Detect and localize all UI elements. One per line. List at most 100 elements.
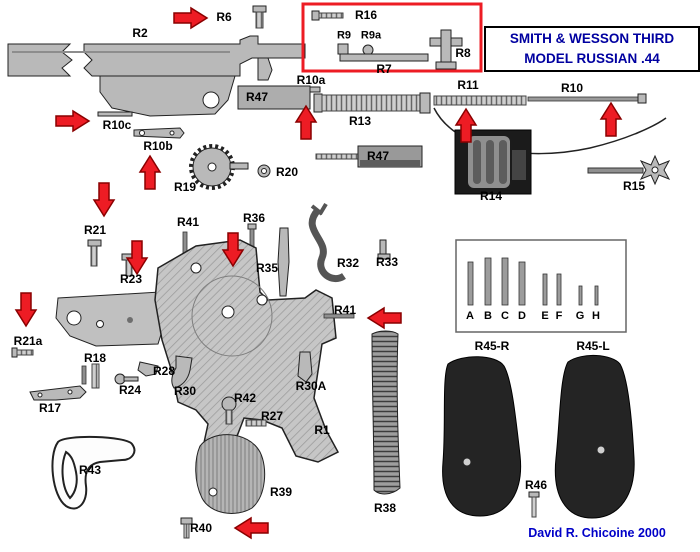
label-r10c: R10c	[102, 118, 132, 132]
label-r20: R20	[275, 165, 299, 179]
title-line-2: MODEL RUSSIAN .44	[524, 51, 660, 66]
part-r38-strap	[371, 330, 401, 495]
arrow-up-r10b-icon	[139, 155, 161, 190]
label-r45l: R45-L	[576, 339, 610, 353]
label-r43: R43	[78, 463, 102, 477]
label-r13: R13	[348, 114, 372, 128]
label-r1: R1	[314, 423, 330, 437]
label-r24: R24	[118, 383, 142, 397]
part-r46-grip-screw	[528, 491, 540, 518]
size-chart-letter-b: B	[484, 310, 492, 322]
arrow-left-r41-icon	[367, 307, 402, 329]
size-chart-letter-h: H	[592, 310, 600, 322]
size-chart-letter-a: A	[466, 310, 474, 322]
label-r6: R6	[216, 10, 232, 24]
label-r28: R28	[152, 364, 176, 378]
arrow-left-r40-icon	[234, 517, 269, 539]
part-r42-screw	[221, 396, 237, 425]
title-box: SMITH & WESSON THIRD MODEL RUSSIAN .44	[484, 26, 700, 72]
part-r28-lever	[137, 361, 159, 377]
label-r47-housing: R47	[245, 90, 269, 104]
label-r19: R19	[173, 180, 197, 194]
label-r10a: R10a	[296, 73, 326, 87]
part-r41-pin-side	[323, 313, 355, 319]
part-r10-rod	[527, 93, 647, 104]
label-r36: R36	[242, 211, 266, 225]
part-r21-screw	[87, 239, 102, 267]
part-r8-catch	[429, 29, 463, 70]
label-r11: R11	[457, 78, 479, 92]
label-r14: R14	[479, 189, 503, 203]
label-r10b: R10b	[143, 139, 173, 153]
size-chart-letter-c: C	[501, 310, 509, 322]
red-highlight-box	[301, 2, 483, 73]
label-r15: R15	[622, 179, 646, 193]
part-r47-housing-block	[237, 85, 311, 110]
label-r47-rod: R47	[366, 149, 390, 163]
credit-text: David R. Chicoine 2000	[528, 526, 666, 540]
label-r17: R17	[38, 401, 62, 415]
size-chart-letter-d: D	[518, 310, 526, 322]
label-r41-top: R41	[176, 215, 200, 229]
label-r9a: R9a	[360, 29, 382, 42]
part-r10b-flat-bar	[133, 127, 185, 139]
title-line-1: SMITH & WESSON THIRD	[509, 31, 675, 47]
part-r40-screw	[180, 517, 193, 539]
label-r8: R8	[455, 46, 471, 60]
label-r9: R9	[336, 29, 352, 42]
label-r35: R35	[255, 261, 279, 275]
label-r30a: R30A	[295, 379, 327, 393]
arrow-up-r47-icon	[295, 105, 317, 140]
part-r32-mainspring	[308, 202, 346, 283]
label-r21: R21	[83, 223, 107, 237]
label-r33: R33	[375, 255, 399, 269]
part-r30-trigger	[171, 355, 193, 389]
arrow-down-r21-icon	[93, 182, 115, 217]
part-r27-spring	[245, 419, 267, 427]
part-r15-extractor	[587, 154, 671, 186]
part-r10c-pin	[97, 111, 133, 117]
label-r38: R38	[373, 501, 397, 515]
size-chart-letter-g: G	[575, 310, 585, 322]
part-r17-flat-bar	[29, 385, 87, 401]
arrow-down-r21a-icon	[15, 292, 37, 327]
part-r39-grip-panel	[195, 434, 266, 514]
size-chart-letter-e: E	[541, 310, 549, 322]
label-r10: R10	[560, 81, 584, 95]
part-r30a-lever	[297, 351, 313, 383]
part-r20-ring	[257, 164, 271, 178]
part-r7-rod	[339, 53, 429, 62]
part-r1-frame	[55, 239, 340, 463]
label-r30: R30	[173, 384, 197, 398]
part-r45r-grip	[442, 356, 522, 517]
part-r19-gear	[189, 144, 249, 190]
part-r45l-grip	[554, 355, 635, 519]
label-r16: R16	[354, 8, 378, 22]
arrow-right-r6-icon	[173, 7, 208, 29]
part-r21a-screw	[11, 347, 34, 358]
part-r33-stud	[377, 239, 391, 260]
label-r23: R23	[119, 272, 143, 286]
part-r16-screw	[311, 10, 344, 21]
label-r18: R18	[83, 351, 107, 365]
part-r47-ejector-rod	[315, 145, 423, 168]
part-r13-spring-assembly	[313, 92, 431, 114]
label-r46: R46	[524, 478, 548, 492]
part-r35-hand	[277, 227, 290, 297]
part-r2-barrel-assembly	[7, 35, 306, 117]
part-r9-r9a-small-parts	[337, 43, 374, 56]
arrow-right-r10c-icon	[55, 110, 90, 132]
label-r2: R2	[132, 26, 148, 40]
part-r24-pivot	[114, 373, 139, 385]
part-r6-screw	[252, 5, 267, 29]
label-r7: R7	[376, 62, 392, 76]
part-r43-trigger-guard	[51, 435, 136, 510]
label-r40: R40	[189, 521, 213, 535]
part-r18-spring	[81, 363, 100, 389]
label-r39: R39	[269, 485, 293, 499]
size-chart-letter-f: F	[555, 310, 563, 322]
part-r11-spring	[433, 95, 527, 106]
label-r41-side: R41	[333, 303, 357, 317]
